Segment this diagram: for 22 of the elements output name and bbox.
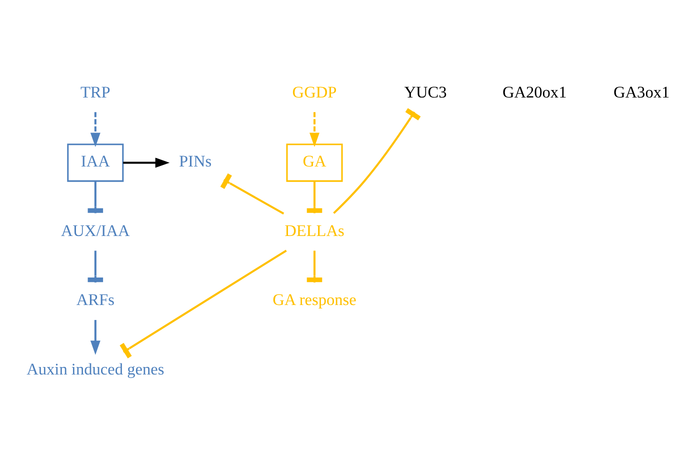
connector bbox=[333, 108, 421, 214]
connector bbox=[88, 181, 104, 214]
node-text: Auxin induced genes bbox=[26, 359, 164, 378]
node-text: YUC3 bbox=[404, 82, 447, 102]
node-text: ARFs bbox=[76, 290, 114, 310]
arrow bbox=[90, 112, 100, 147]
label: GA3ox1 bbox=[614, 82, 670, 102]
connector bbox=[220, 173, 284, 214]
node-text: DELLAs bbox=[284, 220, 344, 240]
arrow bbox=[90, 320, 100, 355]
node-box: IAA bbox=[67, 144, 124, 182]
node-text: AUX/IAA bbox=[61, 220, 130, 240]
node-text: GA response bbox=[272, 290, 356, 310]
node-text: TRP bbox=[80, 82, 110, 102]
label: GA20ox1 bbox=[502, 82, 567, 102]
arrow bbox=[123, 158, 170, 168]
connector bbox=[306, 181, 322, 214]
arrow bbox=[310, 112, 320, 147]
node-box: GA bbox=[286, 144, 343, 182]
node-text: PINs bbox=[178, 152, 212, 171]
node-text: GGDP bbox=[292, 82, 337, 102]
connector bbox=[120, 250, 287, 358]
